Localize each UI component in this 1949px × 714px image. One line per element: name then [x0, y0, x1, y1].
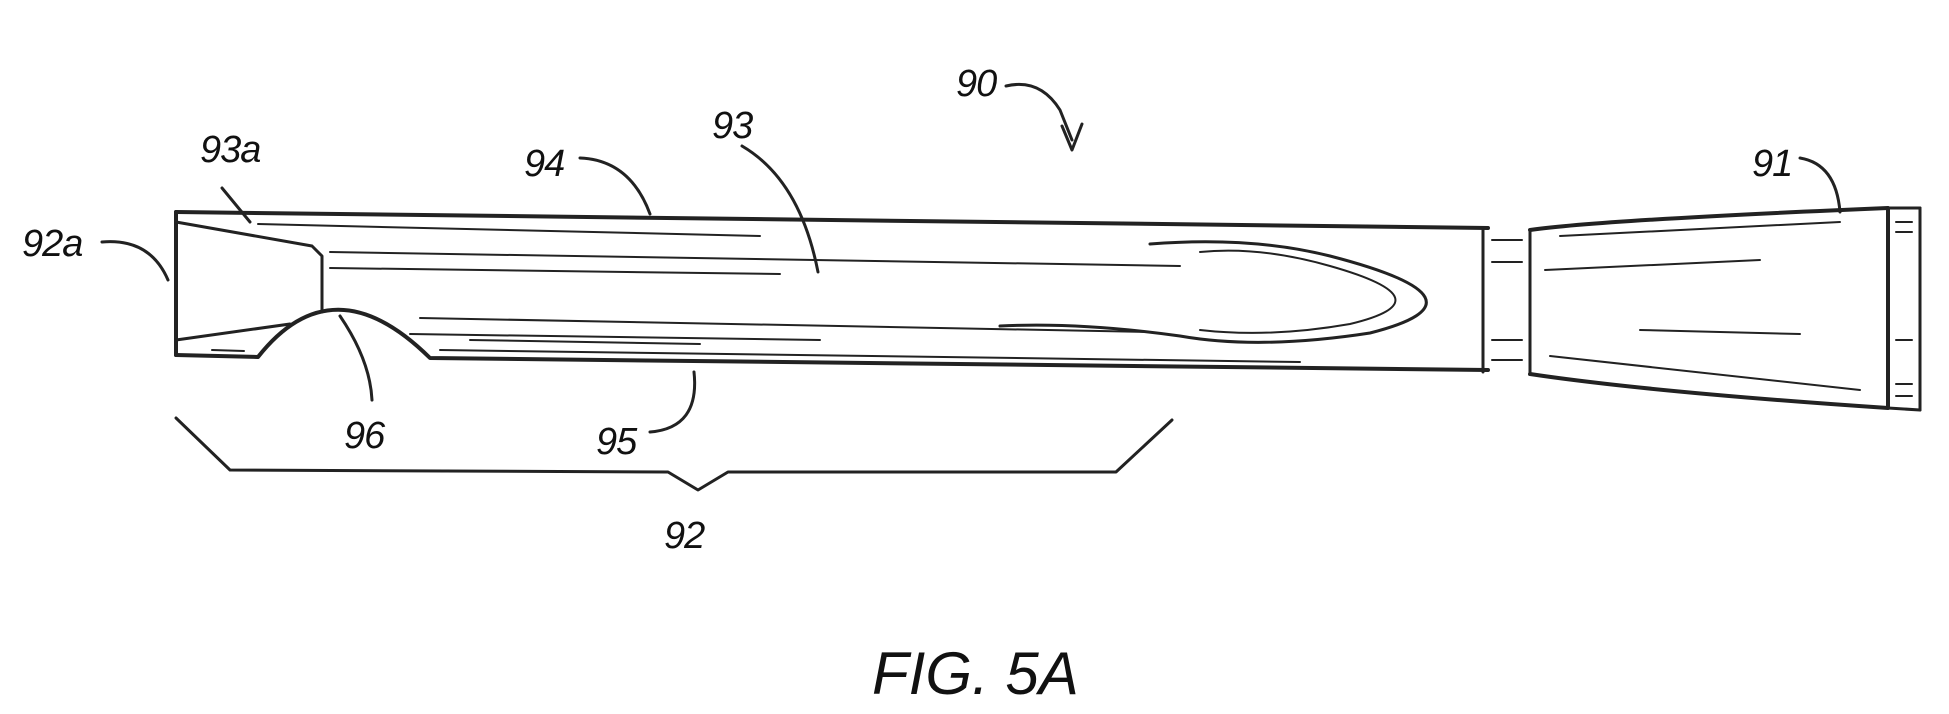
- inner-tube-outline: [1000, 242, 1426, 343]
- label-92: 92: [664, 515, 705, 557]
- handle-cap-bottom: [1888, 408, 1920, 410]
- handle-shade: [1640, 330, 1800, 334]
- leader-94: [580, 158, 650, 214]
- leader-92a: [102, 242, 168, 280]
- leader-91: [1800, 158, 1840, 212]
- handle-shade: [1550, 356, 1860, 390]
- label-92a: 92a: [22, 223, 82, 265]
- label-95: 95: [596, 421, 638, 463]
- label-93a: 93a: [200, 129, 260, 171]
- label-90: 90: [956, 63, 997, 105]
- inner-tube-inner: [1200, 251, 1395, 333]
- body-top-edge: [176, 212, 1488, 228]
- nozzle-funnel-top: [176, 222, 322, 312]
- shade-line: [470, 340, 700, 344]
- label-91: 91: [1752, 143, 1792, 185]
- device-body: [176, 212, 1530, 374]
- shade-line: [258, 224, 760, 236]
- bottom-left-tick: [212, 350, 244, 351]
- label-94: 94: [524, 143, 564, 185]
- leader-95: [650, 372, 695, 432]
- label-93: 93: [712, 105, 753, 147]
- figure-caption: FIG. 5A: [872, 640, 1079, 707]
- handle: [1530, 208, 1920, 410]
- shade-line: [330, 252, 1180, 266]
- leader-93: [742, 146, 818, 272]
- handle-outline: [1530, 208, 1888, 408]
- brace-92: [176, 418, 1172, 490]
- leader-96: [340, 316, 372, 400]
- shade-line: [330, 268, 780, 274]
- label-96: 96: [344, 415, 386, 457]
- leader-93a: [222, 188, 250, 222]
- leader-90: [1006, 84, 1072, 140]
- handle-shade: [1545, 260, 1760, 270]
- reference-labels: 90 93a 93 94 91 92a 96 95 92: [22, 63, 1792, 557]
